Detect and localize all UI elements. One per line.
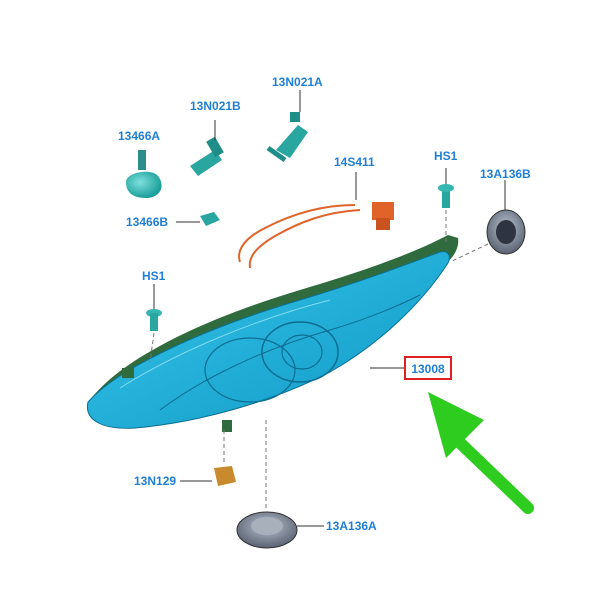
headlamp-projector [261, 321, 339, 383]
label-13a136b[interactable]: 13A136B [480, 167, 531, 181]
bracket-13n129[interactable] [180, 430, 236, 486]
headlamp-top-edge [119, 299, 331, 389]
cover-13a136a[interactable] [236, 420, 324, 549]
harness-14s411[interactable] [238, 172, 394, 269]
bulb-13n021a[interactable] [266, 90, 308, 163]
screw-hs1-top[interactable] [438, 168, 454, 245]
label-14s411[interactable]: 14S411 [334, 155, 375, 169]
highlight-box-13008 [404, 356, 452, 380]
label-hs1-left[interactable]: HS1 [142, 269, 166, 283]
label-13n021b[interactable]: 13N021B [190, 99, 241, 113]
screw-hs1-left[interactable] [146, 284, 162, 363]
headlamp-projector-inner [281, 334, 323, 370]
label-hs1-top[interactable]: HS1 [434, 149, 458, 163]
bulb-13466a[interactable] [126, 150, 162, 198]
label-13008[interactable]: 13008 [411, 362, 445, 376]
label-13a136a[interactable]: 13A136A [326, 519, 377, 533]
headlamp-lens [86, 251, 450, 429]
headlamp-assembly[interactable] [86, 235, 459, 432]
label-13466a[interactable]: 13466A [118, 129, 160, 143]
headlamp-inner-contour [159, 294, 421, 411]
label-13n129[interactable]: 13N129 [134, 474, 176, 488]
bulb-13466b[interactable] [176, 212, 220, 226]
cover-13a136b[interactable] [449, 180, 526, 263]
label-13n021a[interactable]: 13N021A [272, 75, 323, 89]
headlamp-reflector [204, 337, 296, 403]
socket-13n021b[interactable] [190, 120, 224, 176]
headlamp-tab-left [122, 368, 134, 378]
pointer-arrow [428, 392, 534, 514]
headlamp-tab-bottom [222, 420, 232, 432]
label-13466b[interactable]: 13466B [126, 215, 168, 229]
